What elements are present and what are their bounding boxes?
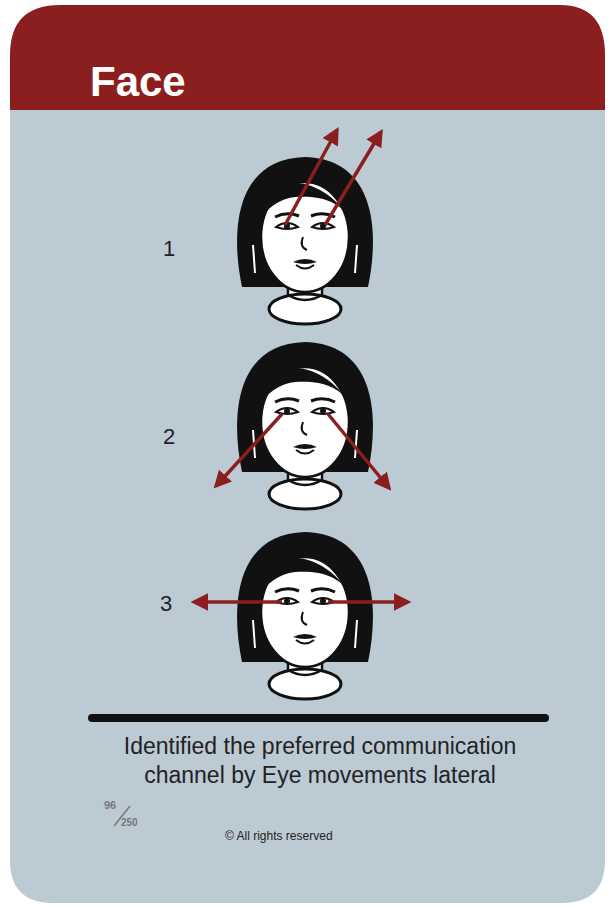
divider-line bbox=[92, 714, 545, 722]
header-band bbox=[10, 5, 605, 110]
callout-number: 3 bbox=[160, 591, 172, 617]
eye-arrow bbox=[328, 414, 389, 488]
eye-arrow bbox=[285, 130, 337, 225]
card-caption: Identified the preferred communication c… bbox=[85, 732, 555, 790]
card-body bbox=[10, 110, 605, 903]
eye-arrow bbox=[325, 132, 381, 225]
eye-arrows bbox=[194, 130, 408, 602]
callout-number: 2 bbox=[163, 424, 175, 450]
face-illustration bbox=[237, 342, 373, 509]
copyright-note: © All rights reserved bbox=[225, 828, 333, 844]
card-number: 96 bbox=[104, 798, 116, 813]
face-illustration bbox=[237, 532, 373, 699]
card-total: 250 bbox=[121, 816, 138, 830]
eye-arrow bbox=[216, 414, 282, 486]
callout-number: 1 bbox=[163, 236, 175, 262]
eye-arrow bbox=[194, 600, 282, 604]
eye-arrow bbox=[328, 600, 408, 604]
card-title: Face bbox=[90, 58, 186, 106]
